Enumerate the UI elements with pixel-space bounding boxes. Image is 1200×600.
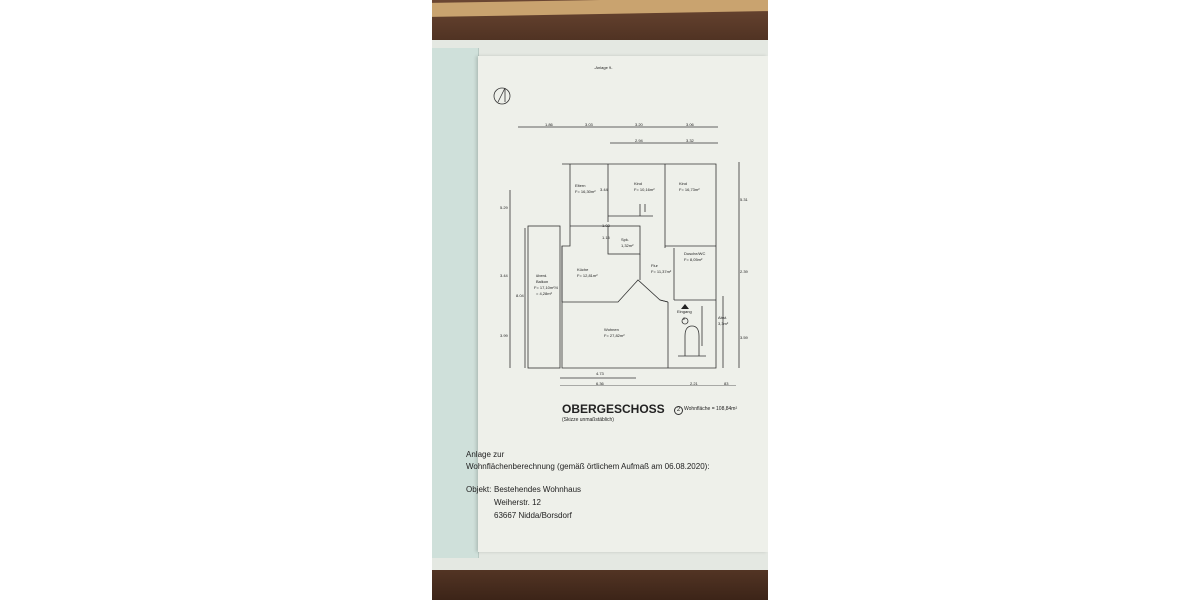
dim-inner: 1.03 xyxy=(602,223,610,228)
dim-inner: 3.44 xyxy=(600,187,608,192)
dim-bottom: 2.21 xyxy=(690,381,698,386)
header-note: -Anlage 9- xyxy=(594,65,613,70)
floor-number: 2 xyxy=(674,406,683,415)
room-label: Küche xyxy=(577,267,589,272)
balcony-outline xyxy=(527,225,561,369)
balcony-label: Balkon xyxy=(536,279,549,284)
balcony-area: F= 17,10m²/4 xyxy=(534,285,558,290)
dim-left: 8.04 xyxy=(516,293,524,298)
north-arrow-icon xyxy=(493,87,511,105)
room-label: Wohnen xyxy=(604,327,619,332)
photo: -Anlage 9- 1.86 3.03 3.20 3.06 2.94 3.32… xyxy=(432,0,768,600)
room-label: Kind xyxy=(634,181,643,186)
dim-bottom: 6.36 xyxy=(596,381,604,386)
balcony-area: = 4,28m² xyxy=(536,291,552,296)
room-label: Abst. xyxy=(718,315,728,320)
room-label: Flur xyxy=(651,263,658,268)
entrance-arrow-icon xyxy=(681,304,689,309)
dim-inner: 1.15 xyxy=(602,235,610,240)
entrance-label: Eingang xyxy=(677,309,692,314)
room-area: F= 10,16m² xyxy=(634,187,655,192)
object-label: Objekt: xyxy=(466,485,492,494)
dim-left: 3.44 xyxy=(500,273,508,278)
room-area: F= 27,82m² xyxy=(604,333,625,338)
entrance-number: 2 xyxy=(683,316,686,321)
balcony-label: überd. xyxy=(536,273,548,278)
annex-line-2: Wohnflächenberechnung (gemäß örtlichem A… xyxy=(466,462,710,471)
dim-bottom: 4.73 xyxy=(596,371,604,376)
dim-left: 3.99 xyxy=(500,333,508,338)
floor-area: Wohnfläche = 108,84m² xyxy=(684,406,738,412)
room-label: Eltern xyxy=(575,183,586,188)
room-area: F= 8,05m² xyxy=(684,257,703,262)
annex-line-1: Anlage zur xyxy=(466,450,505,459)
room-area: F= 16,30m² xyxy=(575,189,596,194)
object-line-2: Weiherstr. 12 xyxy=(494,498,541,507)
dim-top: 1.86 xyxy=(545,122,553,127)
dim-left: 5.29 xyxy=(500,205,508,210)
room-area: F= 16,73m² xyxy=(679,187,700,192)
room-label: Spk. xyxy=(621,237,630,242)
room-area: F= 11,37m² xyxy=(651,269,672,274)
floor-subtitle: (Skizze unmaßstäblich) xyxy=(562,417,614,423)
room-area: F= 12,81m² xyxy=(577,273,598,278)
dim-top: 3.20 xyxy=(635,122,643,127)
dim-right: 2.39 xyxy=(740,269,748,274)
dim-top: 3.03 xyxy=(585,122,593,127)
object-line-1: Bestehendes Wohnhaus xyxy=(494,485,582,494)
room-label: Kind xyxy=(679,181,688,186)
floor-plan-drawing xyxy=(493,87,740,386)
room-area: 1,32m² xyxy=(621,243,634,248)
floor-plan-sheet: -Anlage 9- 1.86 3.03 3.20 3.06 2.94 3.32… xyxy=(466,56,768,552)
floor-title: OBERGESCHOSS xyxy=(562,402,665,416)
dim-top: 3.06 xyxy=(686,122,694,127)
dim-top: 3.32 xyxy=(686,138,694,143)
room-label: Dusche/WC xyxy=(684,251,706,256)
dim-right: 5.31 xyxy=(740,197,748,202)
dim-bottom: 83 xyxy=(724,381,729,386)
dim-right: 3.59 xyxy=(740,335,748,340)
folder-cover xyxy=(432,48,479,558)
room-area: 3,3m² xyxy=(718,321,729,326)
dim-top: 2.94 xyxy=(635,138,643,143)
object-line-3: 63667 Nidda/Borsdorf xyxy=(494,511,572,520)
